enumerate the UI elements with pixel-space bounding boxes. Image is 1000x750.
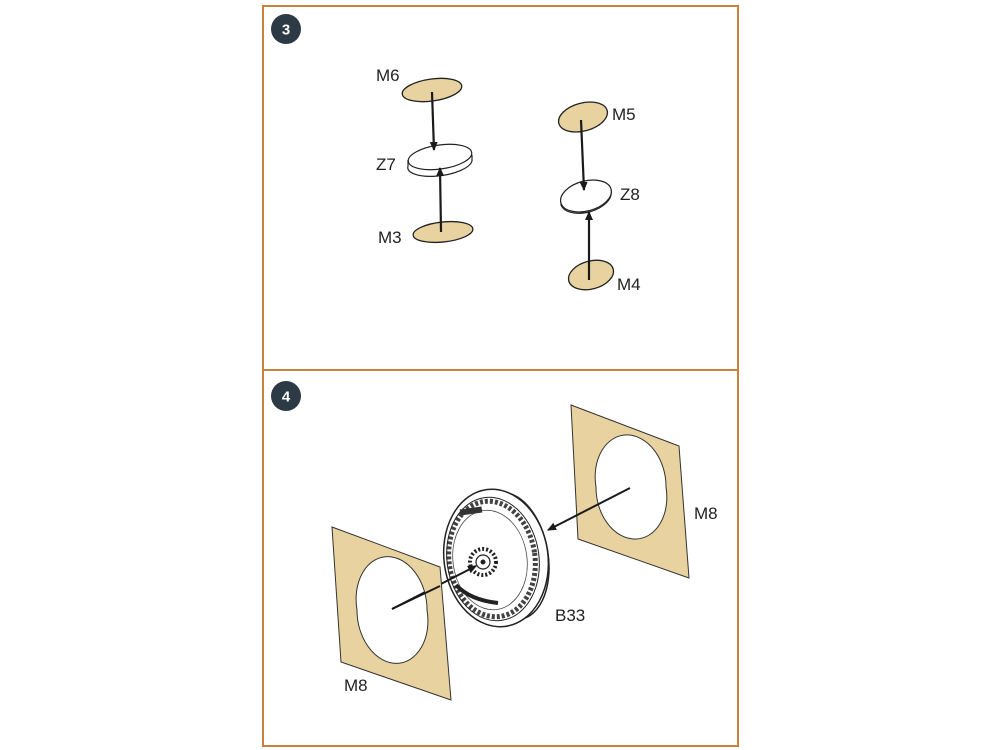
lens-z7-part <box>407 143 473 177</box>
arrow-m6-to-z7 <box>429 91 438 151</box>
step-3-panel <box>262 5 739 371</box>
mask-m5-part <box>557 101 609 133</box>
step-4-number: 4 <box>282 389 291 406</box>
mask-m8-right-part <box>570 404 690 579</box>
label-b33: B33 <box>555 606 585 625</box>
label-z7: Z7 <box>376 155 396 174</box>
label-m8-right: M8 <box>694 504 718 523</box>
step-3-badge: 3 <box>271 14 301 44</box>
arrow-m8-left-to-wheel <box>391 585 441 610</box>
label-z8: Z8 <box>620 185 640 204</box>
arrow-m3-to-z7 <box>436 167 445 233</box>
label-m6: M6 <box>376 66 400 85</box>
mask-m4-part <box>567 259 615 291</box>
step-4-badge: 4 <box>271 381 301 411</box>
label-m8-left: M8 <box>344 676 368 695</box>
arrow-m5-to-z8 <box>579 119 588 191</box>
mask-m3-part <box>412 220 474 244</box>
lens-z8-part <box>559 179 613 214</box>
step-3-number: 3 <box>282 22 290 39</box>
label-m3: M3 <box>378 228 402 247</box>
wheel-b33-part <box>442 488 550 628</box>
arrow-m8-to-wheel <box>547 487 631 531</box>
mask-m6-part <box>401 77 463 103</box>
mask-m8-left-part <box>331 526 452 701</box>
label-m4: M4 <box>617 275 641 294</box>
label-m5: M5 <box>612 105 636 124</box>
